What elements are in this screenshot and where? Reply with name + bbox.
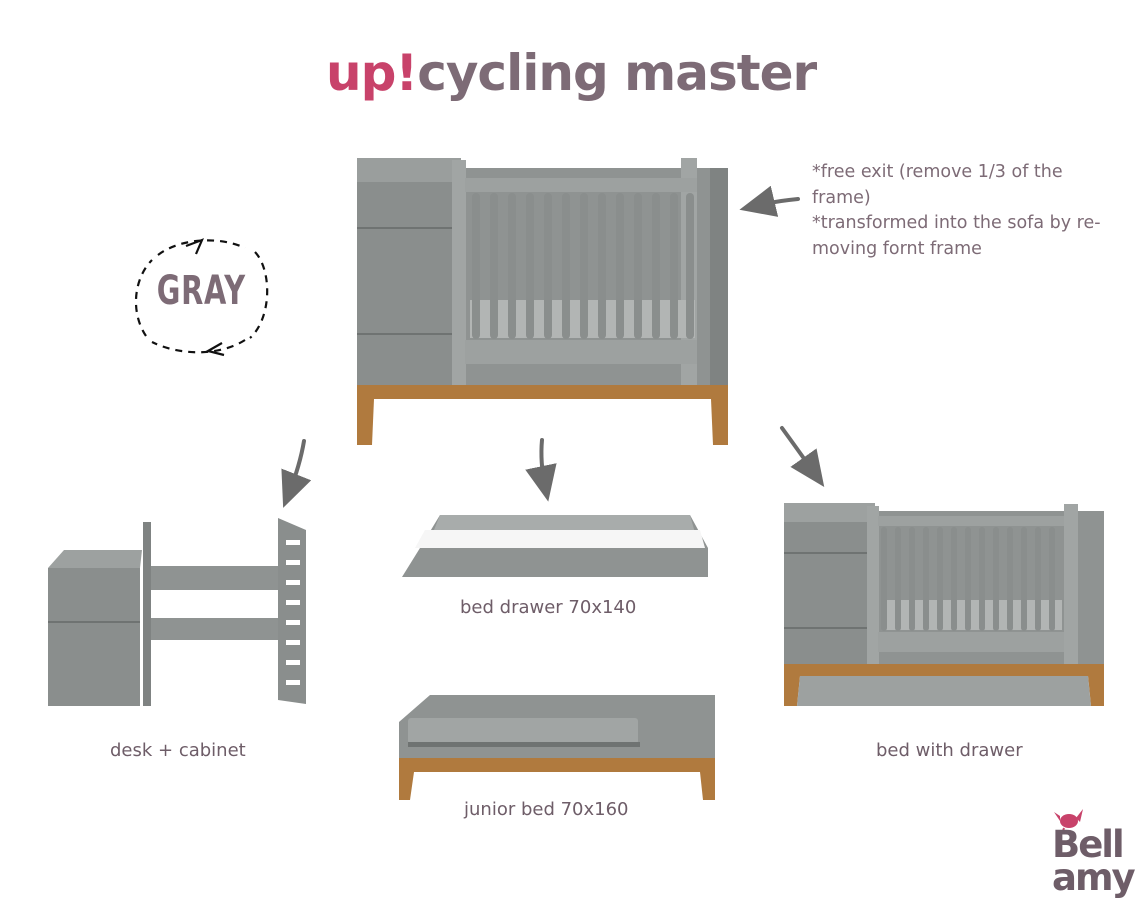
- arrow-to-cot: [739, 185, 800, 217]
- title-accent: up!: [326, 44, 418, 102]
- caption-bed-drawer: bed with drawer: [876, 740, 1023, 761]
- junior-bed-image: [399, 695, 715, 800]
- note-line: *free exit (remove 1/3 of the: [812, 162, 1063, 182]
- page-title: up!cycling master: [326, 48, 817, 98]
- bellamy-bird-icon: [1054, 809, 1083, 835]
- arrow-to-desk: [281, 439, 312, 508]
- arrow-to-bed-drawer: [780, 426, 825, 488]
- desk-cabinet-image: [48, 518, 306, 706]
- caption-desk: desk + cabinet: [110, 740, 246, 761]
- bed-with-drawer-image: [784, 503, 1104, 706]
- bed-drawer-image: [402, 515, 708, 577]
- logo-line: Bell: [1052, 823, 1125, 866]
- arrow-to-drawer: [525, 438, 557, 502]
- title-rest: cycling master: [417, 44, 817, 102]
- cot-main-image: [357, 158, 728, 445]
- caption-drawer: bed drawer 70x140: [460, 597, 637, 618]
- note-line: frame): [812, 187, 871, 208]
- brand-logo: Bell amy: [1052, 823, 1142, 899]
- color-badge-label: GRAY: [156, 268, 246, 314]
- color-badge-circle: [134, 238, 269, 357]
- logo-line: amy: [1052, 856, 1136, 899]
- feature-notes: *free exit (remove 1/3 of the frame) *tr…: [812, 160, 1132, 262]
- caption-junior: junior bed 70x160: [464, 799, 629, 820]
- note-line: *transformed into the sofa by re-: [812, 213, 1101, 233]
- note-line: moving fornt frame: [812, 238, 982, 259]
